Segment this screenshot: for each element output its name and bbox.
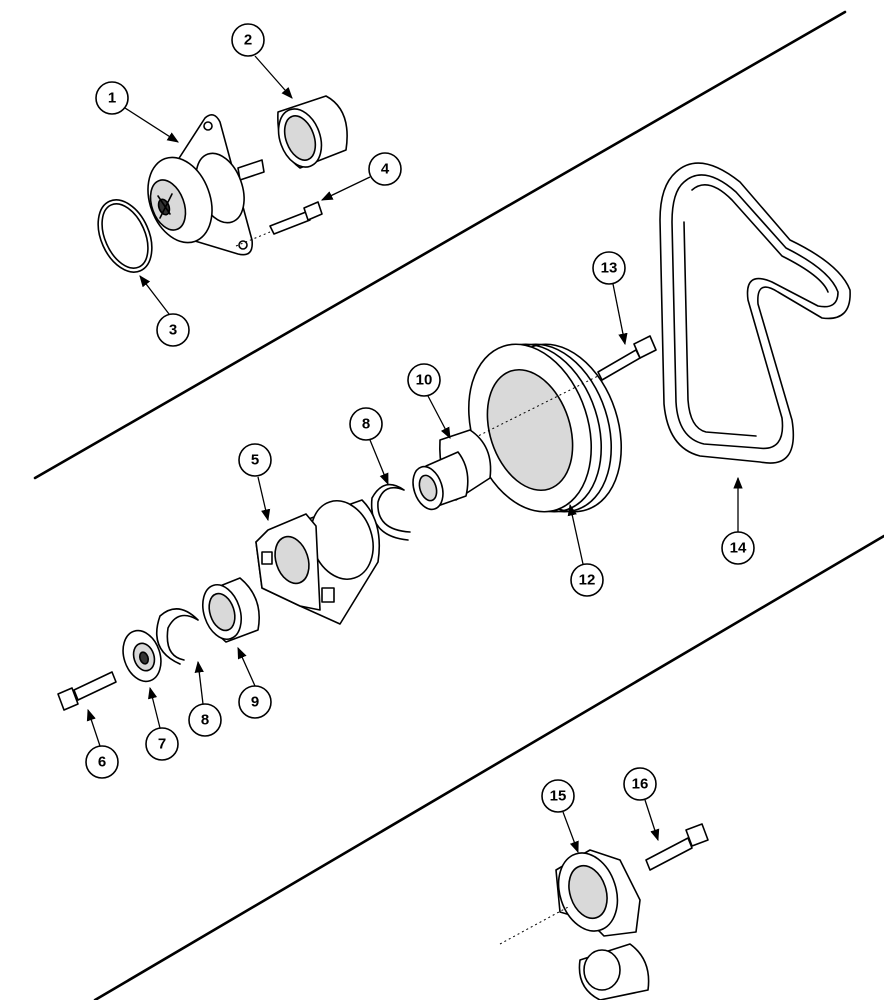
part-bolt-13 <box>469 335 657 441</box>
svg-text:12: 12 <box>579 572 596 589</box>
svg-text:6: 6 <box>98 754 106 771</box>
callout-8b: 8 <box>188 703 222 737</box>
part-bolt-6 <box>57 671 117 711</box>
callout-8a: 8 <box>349 407 383 441</box>
part-retaining-ring-lower <box>156 608 199 665</box>
leader-13 <box>612 283 628 346</box>
callout-10: 10 <box>407 363 441 397</box>
part-retaining-ring-upper <box>370 483 411 541</box>
callout-4: 4 <box>368 152 402 186</box>
svg-text:15: 15 <box>550 788 567 805</box>
callout-6: 6 <box>85 745 119 779</box>
leader-5 <box>257 476 271 522</box>
callout-5: 5 <box>238 443 272 477</box>
leader-3 <box>139 275 170 315</box>
callout-16: 16 <box>623 767 657 801</box>
svg-text:16: 16 <box>632 776 649 793</box>
callout-1: 1 <box>95 81 129 115</box>
svg-text:4: 4 <box>381 161 390 178</box>
part-housing <box>255 499 381 625</box>
leader-15 <box>562 811 579 854</box>
part-bolt-16 <box>645 823 709 871</box>
svg-text:7: 7 <box>158 736 166 753</box>
part-bearing <box>202 577 260 643</box>
part-water-pump <box>147 114 265 256</box>
leader-8b <box>194 660 204 705</box>
part-washer <box>122 629 162 683</box>
part-sleeve <box>277 95 348 169</box>
leader-4 <box>320 176 371 201</box>
leader-1 <box>124 107 179 143</box>
leader-8a <box>369 439 389 486</box>
callout-13: 13 <box>592 251 626 285</box>
svg-text:13: 13 <box>601 260 618 277</box>
svg-text:8: 8 <box>201 712 209 729</box>
divider-line-lower <box>93 534 884 1000</box>
leader-9 <box>237 646 256 687</box>
svg-text:5: 5 <box>251 452 259 469</box>
part-hub <box>412 429 492 511</box>
svg-text:14: 14 <box>730 540 747 557</box>
callout-2: 2 <box>231 23 265 57</box>
part-pulley <box>467 343 623 513</box>
divider-line-upper <box>33 10 847 480</box>
callout-9: 9 <box>238 685 272 719</box>
leader-6 <box>86 708 101 747</box>
callout-15: 15 <box>541 779 575 813</box>
part-drive-belt <box>659 162 851 464</box>
callout-7: 7 <box>145 727 179 761</box>
part-tensioner <box>499 849 650 1000</box>
leader-12 <box>567 503 584 565</box>
svg-text:8: 8 <box>362 416 370 433</box>
leader-7 <box>148 686 161 729</box>
part-o-ring <box>97 199 153 273</box>
part-o-ring-inner <box>101 203 149 269</box>
svg-text:2: 2 <box>244 32 252 49</box>
svg-text:1: 1 <box>108 90 116 107</box>
leader-16 <box>644 799 660 842</box>
leader-2 <box>254 55 293 99</box>
callout-14: 14 <box>721 531 755 565</box>
callout-12: 12 <box>570 563 604 597</box>
svg-text:10: 10 <box>416 372 433 389</box>
part-bolt-4 <box>235 201 323 247</box>
callout-3: 3 <box>156 313 190 347</box>
svg-text:3: 3 <box>169 322 177 339</box>
leader-10 <box>427 395 451 440</box>
svg-text:9: 9 <box>251 694 259 711</box>
